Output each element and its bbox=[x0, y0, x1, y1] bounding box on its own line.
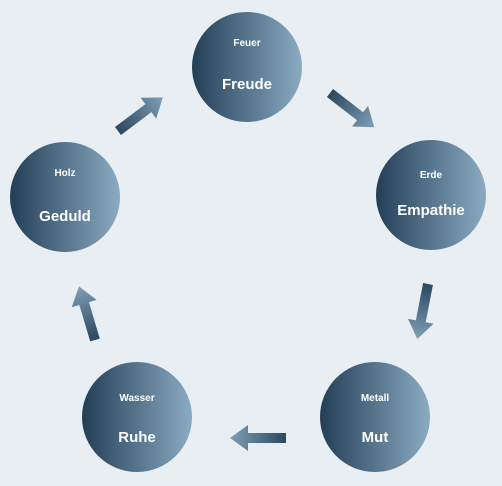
node-feuer: Feuer Freude bbox=[192, 12, 302, 122]
element-label: Feuer bbox=[233, 38, 261, 49]
quality-label: Mut bbox=[361, 429, 389, 446]
quality-label: Ruhe bbox=[118, 429, 156, 446]
element-label: Holz bbox=[54, 168, 76, 179]
element-label: Wasser bbox=[119, 393, 155, 404]
arrow-holz-to-feuer bbox=[114, 97, 163, 135]
node-holz: Holz Geduld bbox=[10, 142, 120, 252]
quality-label: Empathie bbox=[397, 202, 465, 219]
element-label: Erde bbox=[419, 170, 443, 181]
element-label: Metall bbox=[360, 393, 390, 404]
node-metall: Metall Mut bbox=[320, 362, 430, 472]
arrow-feuer-to-erde bbox=[326, 89, 375, 128]
arrow-erde-to-metall bbox=[407, 283, 434, 339]
quality-label: Geduld bbox=[39, 208, 91, 225]
arrow-wasser-to-holz bbox=[71, 286, 100, 342]
node-wasser: Wasser Ruhe bbox=[82, 362, 192, 472]
quality-label: Freude bbox=[221, 76, 272, 93]
arrow-metall-to-wasser bbox=[230, 425, 286, 451]
node-erde: Erde Empathie bbox=[376, 140, 486, 250]
